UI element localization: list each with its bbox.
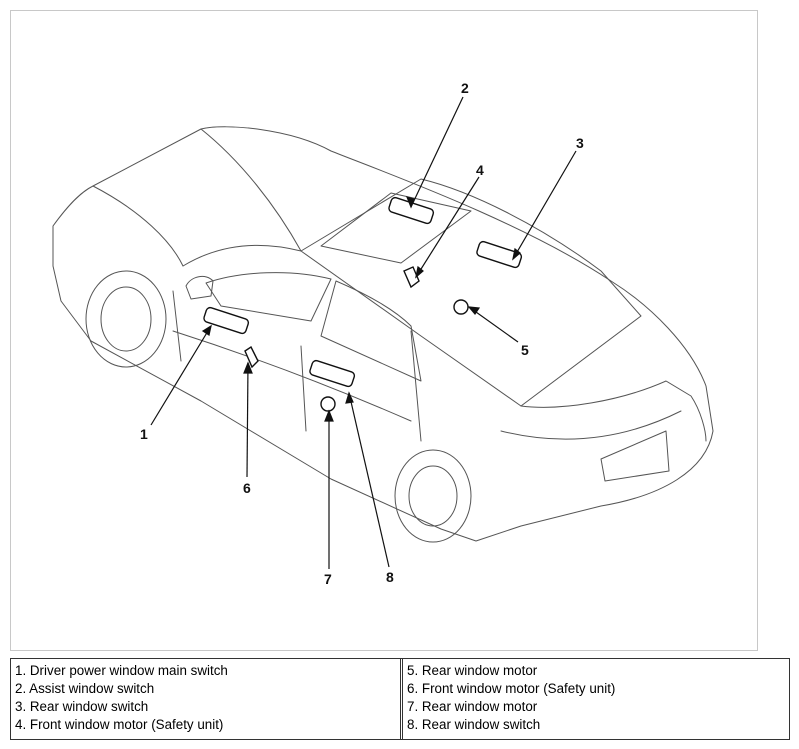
component-4-motor	[403, 266, 420, 289]
callout-5: 5	[521, 342, 529, 358]
callout-7: 7	[324, 571, 332, 587]
callout-4: 4	[476, 162, 484, 178]
car-rear-deck	[520, 380, 707, 442]
legend-item-3: 3. Rear window switch	[15, 699, 149, 714]
car-hood	[92, 128, 302, 267]
callout-3: 3	[576, 135, 584, 151]
callout-6: 6	[243, 480, 251, 496]
legend-item-2: 2. Assist window switch	[15, 681, 155, 696]
sunroof	[320, 192, 472, 264]
callout-8: 8	[386, 569, 394, 585]
car-tail-area	[500, 410, 682, 482]
front-wheel	[85, 270, 167, 368]
leader-1	[150, 325, 212, 426]
component-2-switch	[388, 196, 435, 225]
legend-column-right: 5. Rear window motor 6. Front window mot…	[400, 659, 789, 739]
arrowhead-6	[243, 361, 253, 374]
leader-2	[410, 96, 464, 208]
rear-wheel	[394, 449, 472, 543]
leader-6	[246, 362, 249, 478]
leader-3	[512, 150, 577, 260]
component-6-motor	[244, 345, 259, 369]
legend-table: 1. Driver power window main switch 2. As…	[10, 658, 790, 740]
component-8-switch	[309, 359, 356, 388]
legend-item-8: 8. Rear window switch	[407, 717, 541, 732]
car-window-diagram: 1 2 3 4 5 6 7 8	[10, 10, 758, 651]
car-rear-side-window	[320, 280, 422, 382]
component-3-switch	[476, 240, 523, 269]
side-mirror	[185, 275, 214, 300]
legend-item-6: 6. Front window motor (Safety unit)	[407, 681, 616, 696]
arrowhead-7	[324, 409, 334, 422]
leader-4	[415, 176, 480, 278]
car-body-outline	[52, 126, 714, 542]
legend-item-4: 4. Front window motor (Safety unit)	[15, 717, 224, 732]
callout-1: 1	[140, 426, 148, 442]
rear-wheel-inner	[408, 465, 458, 527]
arrowhead-1	[201, 324, 212, 336]
car-line-drawing: 1 2 3 4 5 6 7 8	[52, 80, 714, 587]
car-door-lines	[172, 290, 422, 442]
legend-item-7: 7. Rear window motor	[407, 699, 538, 714]
arrowhead-2	[405, 196, 415, 209]
callout-2: 2	[461, 80, 469, 96]
car-front-side-window	[205, 272, 332, 322]
front-wheel-inner	[100, 286, 152, 352]
legend-column-left: 1. Driver power window main switch 2. As…	[11, 659, 400, 739]
arrowhead-4	[415, 265, 424, 279]
leader-8	[348, 392, 390, 568]
legend-item-1: 1. Driver power window main switch	[15, 663, 228, 678]
component-7-motor	[320, 396, 336, 412]
arrowhead-3	[512, 247, 521, 261]
component-1-switch	[203, 306, 250, 335]
leader-5	[468, 306, 519, 343]
arrowhead-5	[467, 306, 481, 315]
component-5-motor	[453, 299, 469, 315]
arrowhead-8	[345, 391, 354, 404]
car-roof	[182, 178, 642, 407]
legend-item-5: 5. Rear window motor	[407, 663, 538, 678]
